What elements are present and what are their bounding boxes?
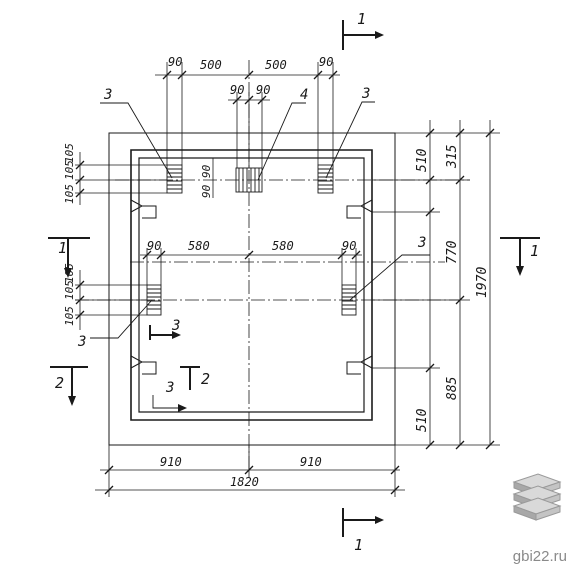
slab-outline	[108, 132, 396, 446]
section-label-right-1: 1	[530, 242, 539, 260]
dim-510-bottom: 510	[415, 408, 430, 432]
section-label-bottom-1: 1	[354, 536, 363, 554]
right-dimension-chains	[372, 120, 500, 446]
dim-1820: 1820	[230, 475, 259, 489]
section-markers	[48, 20, 540, 537]
dim-770: 770	[445, 240, 460, 264]
dim-mid-90-b: 90	[256, 83, 270, 97]
callout-3-bottom-arrow: 3	[165, 380, 174, 396]
dim-105-c: 105	[63, 184, 76, 204]
section-label-bottom-2: 2	[201, 370, 210, 388]
dim-top-500-right: 500	[265, 58, 287, 72]
callout-3-left-mid: 3	[77, 334, 86, 350]
dim-510-top: 510	[415, 148, 430, 172]
callout-3-top-right: 3	[361, 86, 370, 102]
dim-top-90-right: 90	[319, 55, 333, 69]
dim-885: 885	[445, 376, 460, 400]
dim-90-mid-left: 90	[147, 239, 161, 253]
section-arrowheads	[64, 31, 524, 524]
frame-outer	[130, 149, 373, 421]
dim-910-left: 910	[160, 455, 182, 469]
dim-top-90-left: 90	[168, 55, 182, 69]
section-label-left-1: 1	[58, 239, 67, 257]
bottom-dimension-chains	[95, 445, 405, 497]
dimension-ticks	[75, 70, 495, 495]
frame-inner	[138, 157, 365, 413]
top-dimension-chain	[155, 62, 340, 168]
site-watermark[interactable]: gbi22.ru	[512, 548, 567, 565]
dim-315: 315	[445, 144, 460, 169]
site-logo-icon	[512, 473, 562, 521]
dim-910-right: 910	[300, 455, 322, 469]
dim-inner-90-b: 90	[200, 184, 213, 198]
dim-105-a: 105	[63, 160, 76, 180]
leader-lines	[90, 101, 430, 409]
center-axes	[75, 60, 470, 470]
callout-3-top-left: 3	[103, 87, 112, 103]
dim-top-500-left: 500	[200, 58, 222, 72]
callout-3-section: 3	[171, 318, 180, 334]
dim-90-mid-right: 90	[342, 239, 356, 253]
section-label-left-2: 2	[55, 374, 64, 392]
dim-1970: 1970	[475, 267, 490, 298]
callout-4-top: 4	[300, 87, 308, 103]
dim-105-d: 105	[63, 280, 76, 300]
dim-105-e: 105	[63, 263, 76, 283]
wall-notches	[130, 199, 373, 375]
dim-105-f: 105	[63, 306, 76, 326]
dim-105-b: 105	[63, 143, 76, 163]
section-label-top-1: 1	[357, 10, 366, 28]
dim-mid-90-a: 90	[230, 83, 244, 97]
embedded-plates	[146, 164, 357, 316]
callout-3-right-mid: 3	[417, 235, 426, 251]
dim-580-left: 580	[188, 239, 210, 253]
dim-580-right: 580	[272, 239, 294, 253]
dim-inner-90-a: 90	[200, 164, 213, 178]
